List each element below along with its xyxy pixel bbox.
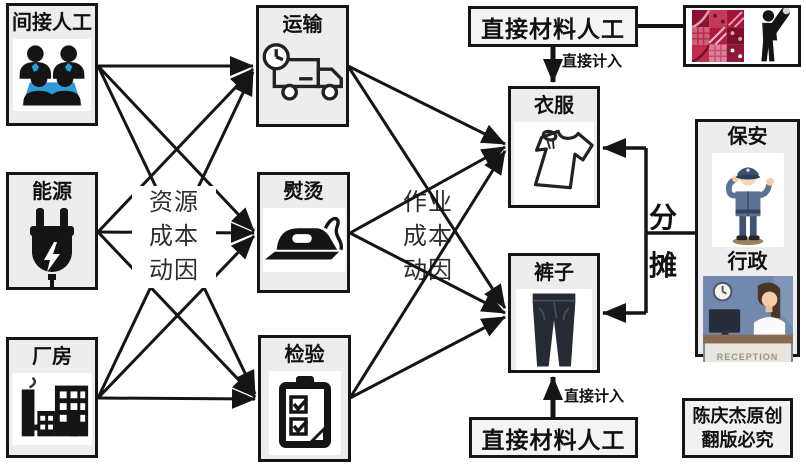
support-box: 保安 行政 xyxy=(695,119,800,362)
direct-assignment-label-top: 直接计入 xyxy=(562,53,623,70)
resource-cost-driver-label: 资源 成本 动因 xyxy=(132,186,216,288)
checklist-icon xyxy=(278,376,331,448)
security-guard-icon xyxy=(725,167,774,246)
direct-materials-label: 直接材料人工 xyxy=(481,15,625,42)
resource-box-factory: 厂房 xyxy=(6,337,98,458)
direct-assignment-label-bottom: 直接计入 xyxy=(564,388,625,405)
fabric-swatch-icon xyxy=(692,10,744,62)
activity-label: 熨烫 xyxy=(283,181,324,203)
resource-box-indirect-labor: 间接人工 xyxy=(6,3,98,126)
product-label: 裤子 xyxy=(534,262,574,284)
activity-label: 检验 xyxy=(284,344,325,366)
shirt-icon xyxy=(533,129,594,190)
allocation-label: 分 摊 xyxy=(649,202,678,281)
tailor-icon xyxy=(761,8,790,62)
direct-materials-label: 直接材料人工 xyxy=(481,426,626,453)
iron-icon xyxy=(264,216,343,260)
factory-icon xyxy=(21,377,89,437)
resource-label: 间接人工 xyxy=(12,12,92,34)
resource-label: 厂房 xyxy=(32,346,72,368)
watermark-line2: 翻版必究 xyxy=(701,430,774,450)
materials-icon-box xyxy=(683,5,801,67)
reception-caption: RECEPTION xyxy=(716,352,779,362)
pants-icon xyxy=(532,293,576,366)
team-icon xyxy=(19,45,85,106)
activity-cost-driver-label: 作业 成本 动因 xyxy=(403,189,453,284)
truck-clock-icon xyxy=(262,43,343,101)
activity-box-inspection: 检验 xyxy=(258,335,351,462)
plug-icon xyxy=(30,208,74,288)
product-box-clothes: 衣服 xyxy=(508,86,600,208)
product-label: 衣服 xyxy=(534,95,574,117)
resource-box-energy: 能源 xyxy=(6,172,98,290)
activity-label: 运输 xyxy=(282,14,323,36)
resource-label: 能源 xyxy=(32,181,72,203)
product-box-pants: 裤子 xyxy=(508,253,600,373)
direct-materials-top-box: 直接材料人工 xyxy=(468,6,638,47)
activity-box-ironing: 熨烫 xyxy=(257,172,350,293)
reception-desk-icon xyxy=(702,276,793,362)
direct-materials-bottom-box: 直接材料人工 xyxy=(469,417,638,458)
guard-label: 保安 xyxy=(727,126,768,148)
watermark-line1: 陈庆杰原创 xyxy=(692,405,783,426)
admin-label: 行政 xyxy=(727,251,768,273)
activity-box-transport: 运输 xyxy=(256,5,349,127)
reception-illustration: RECEPTION xyxy=(702,276,793,367)
watermark-box: 陈庆杰原创 翻版必究 xyxy=(682,398,793,458)
